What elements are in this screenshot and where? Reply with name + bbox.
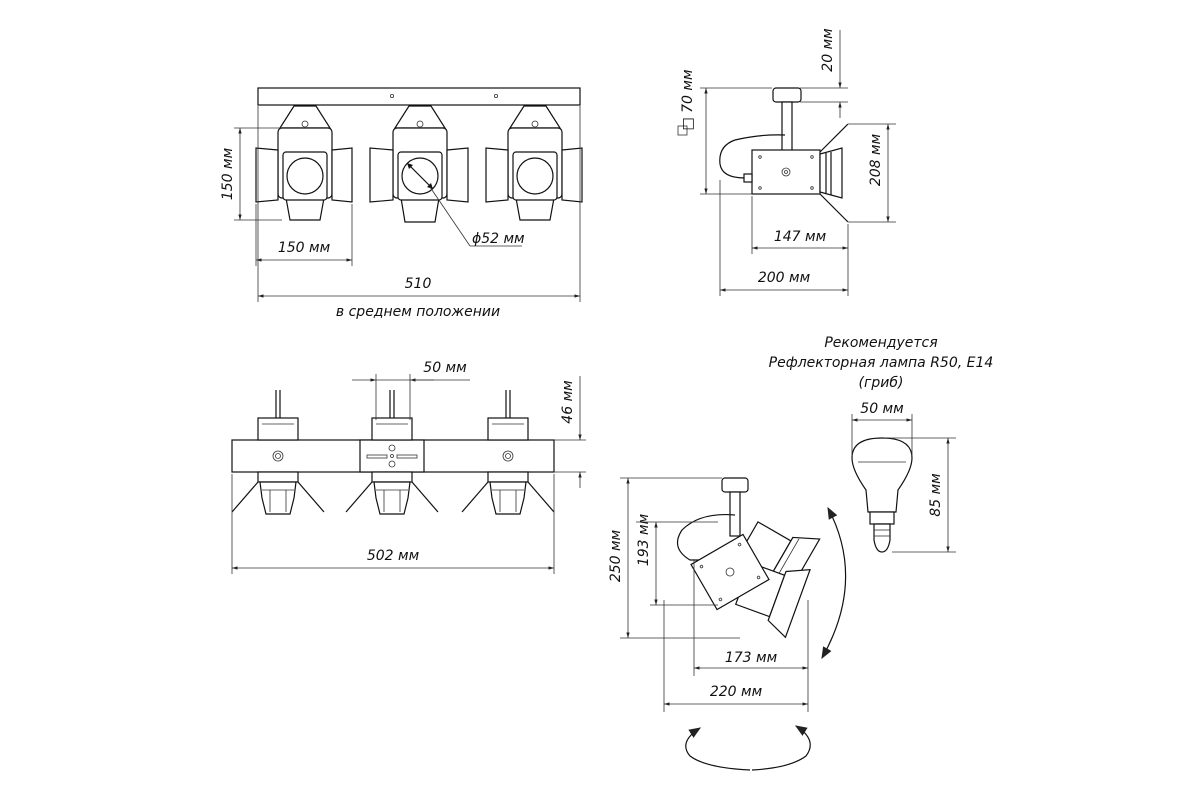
lamp-bulb [851,437,913,513]
top-spot-3 [461,390,555,515]
side-ceiling-base [772,87,802,103]
rotation-arrow-left [685,727,751,771]
lamp-width-label: 50 мм [860,401,904,417]
side-depth-label: 200 мм [758,270,811,286]
lamp-recommendation: Рекомендуется Рефлекторная лампа R50, E1… [769,335,994,553]
top-spacing-label: 50 мм [423,360,467,376]
rotated-outer-width-label: 220 мм [710,684,763,700]
side-base-size-label: □ 70 мм [680,69,696,131]
rotated-outer-height-label: 250 мм [608,529,624,582]
rotation-arrow-right [751,725,811,771]
front-height-label: 150 мм [220,147,236,200]
front-position-note: в среднем положении [336,304,500,320]
front-spot-width-label: 150 мм [278,240,331,256]
rotated-inner-height-label: 193 мм [636,513,652,566]
rotated-inner-width-label: 173 мм [725,650,778,666]
side-body [751,149,821,195]
front-view: 150 мм 150 мм ϕ52 мм 510 в среднем полож… [220,87,583,320]
top-spot-2 [345,390,439,515]
front-total-width-label: 510 [405,276,432,292]
lamp-title-line3: (гриб) [859,375,904,391]
top-height-label: 46 мм [560,380,576,424]
front-spot-1 [255,105,353,221]
front-spot-2 [369,105,469,223]
front-lens-label: ϕ52 мм [472,231,525,247]
tilt-arc-arrow [821,506,847,660]
mounting-bar [257,87,581,106]
top-view: 50 мм 46 мм 502 мм [231,360,586,574]
side-view: □ 70 мм 20 мм 208 мм 147 мм 200 мм [677,28,896,296]
side-stem-label: 20 мм [820,28,836,72]
rotated-view: 193 мм 250 мм 173 мм 220 мм [608,477,847,771]
side-body-label: 147 мм [774,229,827,245]
lamp-height-label: 85 мм [928,473,944,517]
front-spot-3 [485,105,583,221]
lamp-title-line2: Рефлекторная лампа R50, E14 [769,355,994,371]
side-height-label: 208 мм [868,133,884,186]
lamp-title-line1: Рекомендуется [824,335,937,351]
top-width-label: 502 мм [367,548,420,564]
top-spot-1 [231,390,325,515]
